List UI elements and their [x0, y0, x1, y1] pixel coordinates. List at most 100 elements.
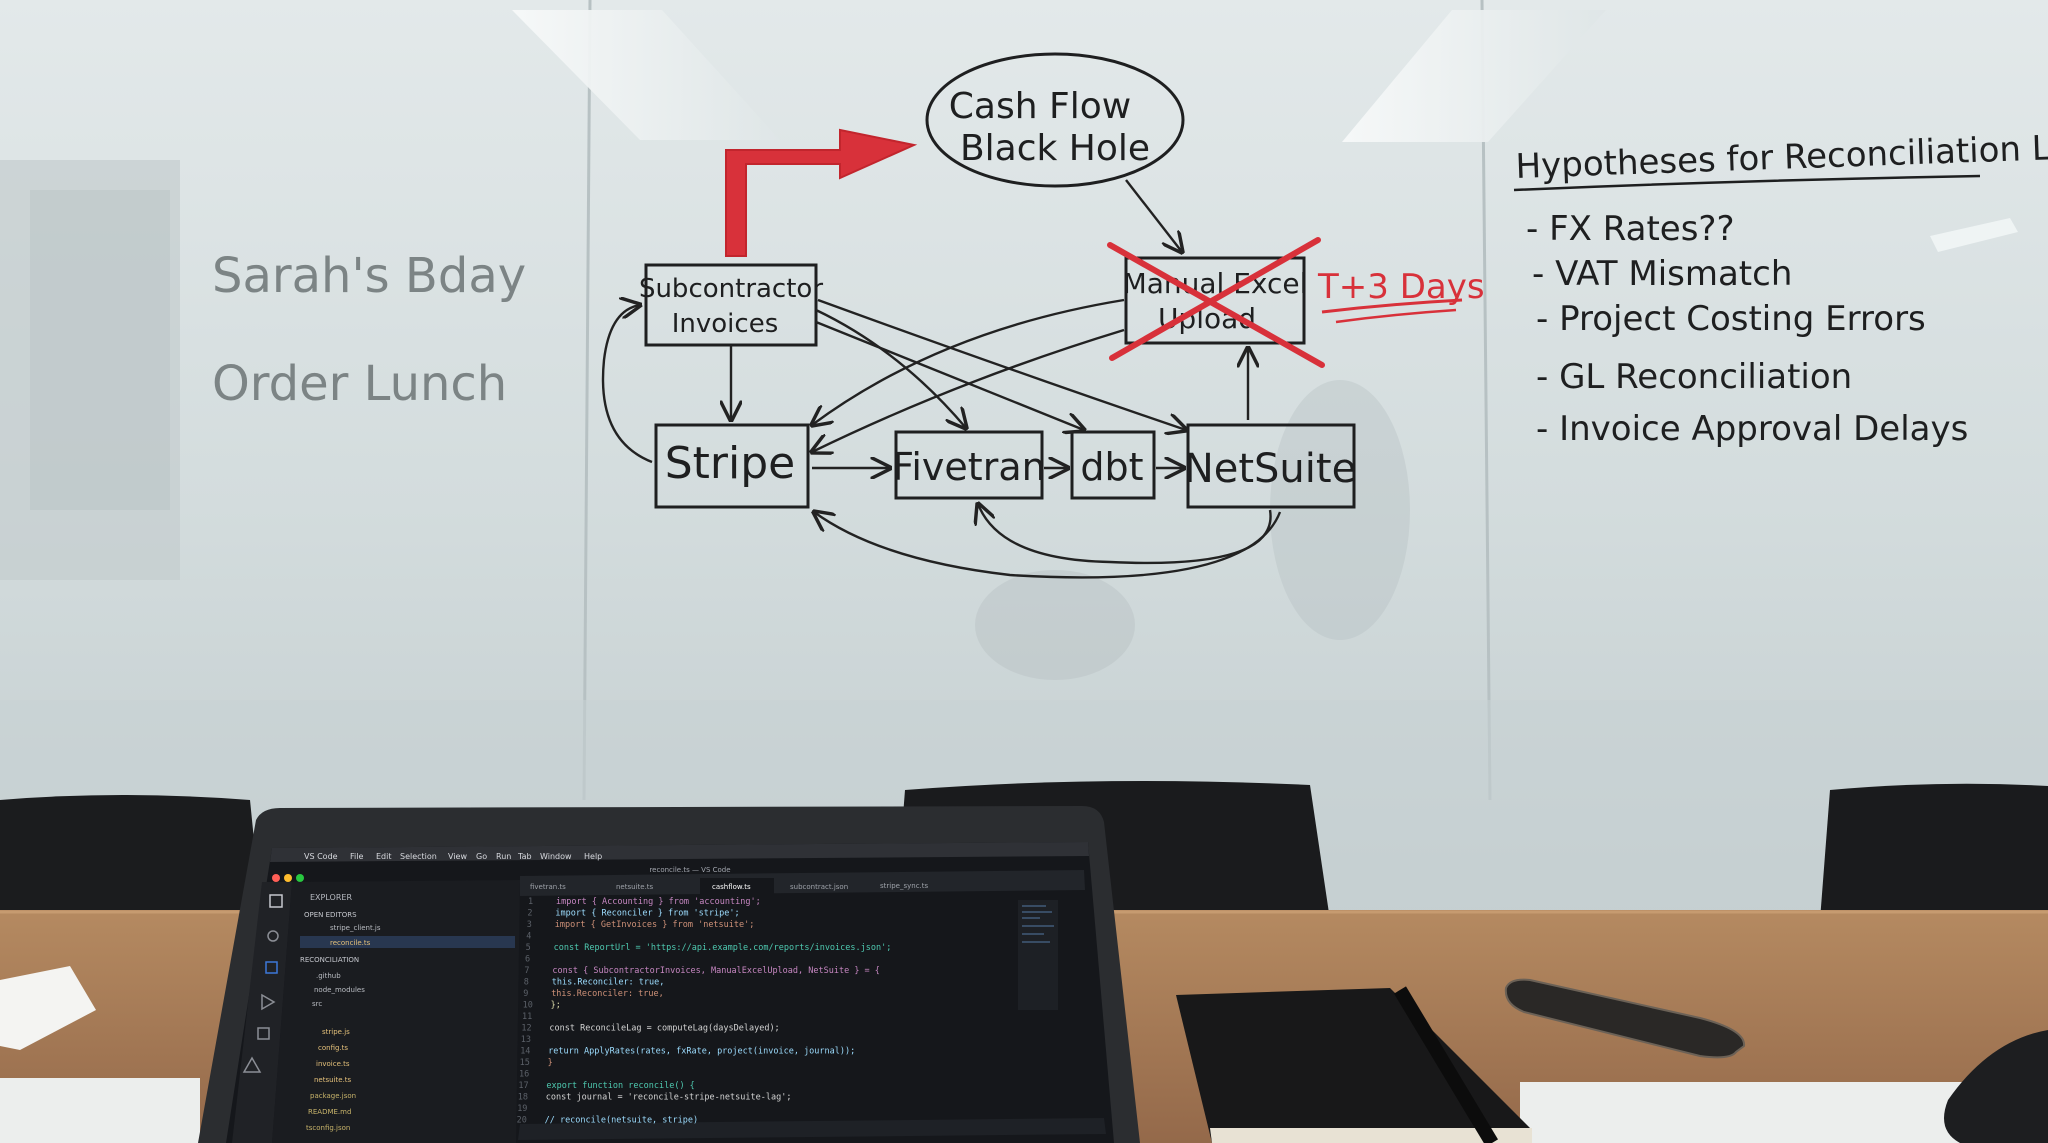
note-order-lunch: Order Lunch	[212, 356, 507, 412]
manual-excel-box	[1124, 256, 1306, 345]
tab[interactable]: fivetran.ts	[530, 883, 566, 891]
close-icon[interactable]	[272, 874, 280, 882]
line-number: 2	[527, 909, 532, 919]
code-line: this.Reconciler: true,	[552, 978, 665, 988]
file-tree: stripe_client.js reconcile.ts .github no…	[306, 924, 381, 1132]
paper-sheet	[0, 966, 96, 1050]
tab-labels: fivetran.ts netsuite.ts cashflow.ts subc…	[530, 882, 929, 891]
line-number: 7	[524, 966, 529, 976]
line-number: 12	[521, 1024, 531, 1034]
menu-bar	[270, 842, 1089, 862]
stripe-box	[654, 423, 810, 509]
arrow-excel-to-stripe-2	[812, 328, 1125, 452]
code-line: const journal = 'reconcile-stripe-netsui…	[546, 1093, 792, 1103]
code-line: };	[551, 1001, 561, 1011]
sidebar-section[interactable]: OPEN EDITORS	[304, 911, 357, 919]
code-line: const ReconcileLag = computeLag(daysDela…	[549, 1024, 779, 1034]
window-title: reconcile.ts — VS Code	[649, 866, 730, 874]
menu-item[interactable]: File	[350, 852, 363, 861]
line-number: 18	[518, 1093, 528, 1103]
file-item[interactable]: stripe_client.js	[330, 924, 381, 932]
note-sarahs-bday: Sarah's Bday	[212, 248, 526, 304]
file-item[interactable]: src	[312, 1000, 322, 1008]
file-item[interactable]: tsconfig.json	[306, 1124, 350, 1132]
menu-item[interactable]: VS Code	[304, 852, 338, 861]
code-line: import { Reconciler } from 'stripe';	[555, 909, 739, 919]
file-item[interactable]: README.md	[308, 1108, 351, 1116]
editor-tabs	[520, 870, 1085, 896]
cash-flow-label-line2: Black Hole	[960, 128, 1150, 169]
menu-item[interactable]: Edit	[376, 852, 392, 861]
subcontractor-label-line1: Subcontractor	[639, 274, 823, 304]
menu-item[interactable]: Selection	[400, 852, 437, 861]
tab[interactable]: cashflow.ts	[712, 883, 751, 891]
tab[interactable]: stripe_sync.ts	[880, 882, 929, 890]
line-number: 16	[519, 1070, 529, 1080]
menu-item[interactable]: Tab	[517, 852, 532, 861]
file-item[interactable]: reconcile.ts	[330, 939, 371, 947]
hypotheses-underline	[1513, 174, 1981, 192]
minimize-icon[interactable]	[284, 874, 292, 882]
red-arrow	[725, 128, 918, 257]
minimap[interactable]	[1018, 900, 1058, 1010]
mouse	[1944, 1030, 2048, 1143]
line-number: 19	[517, 1104, 527, 1114]
code-line: const { SubcontractorInvoices, ManualExc…	[552, 966, 880, 976]
line-number: 13	[521, 1035, 531, 1045]
code-line: import { GetInvoices } from 'netsuite';	[555, 920, 755, 930]
ceiling-light-reflection	[512, 10, 780, 140]
maximize-icon[interactable]	[296, 874, 304, 882]
run-debug-icon[interactable]	[261, 993, 276, 1011]
active-tab	[700, 878, 774, 894]
line-number: 1	[528, 897, 533, 907]
file-item[interactable]: stripe.js	[322, 1028, 350, 1036]
arrow-subcontractor-to-dbt	[815, 320, 1084, 430]
line-number: 14	[520, 1047, 530, 1057]
file-item[interactable]: config.ts	[318, 1044, 348, 1052]
tab[interactable]: netsuite.ts	[616, 883, 654, 891]
menu-item[interactable]: Help	[584, 852, 602, 861]
arrow-subcontractor-to-fivetran	[815, 308, 966, 428]
sidebar-section[interactable]: RECONCILIATION	[300, 956, 359, 964]
file-item[interactable]: .github	[316, 972, 341, 980]
diagram-connectors	[601, 179, 1282, 579]
menu-item[interactable]: Run	[496, 852, 511, 861]
line-number: 4	[526, 932, 531, 942]
hypothesis-item: - Project Costing Errors	[1536, 299, 1926, 339]
menu-item[interactable]: Window	[540, 852, 572, 861]
sidebar-title: EXPLORER	[310, 893, 352, 902]
office-chair	[1820, 783, 2048, 920]
extensions-icon[interactable]	[257, 1027, 270, 1040]
menu-bar-items: VS Code File Edit Selection View Go Run …	[304, 852, 602, 861]
file-item[interactable]: package.json	[310, 1092, 356, 1100]
notebook	[1176, 988, 1532, 1143]
netsuite-label: NetSuite	[1184, 446, 1356, 492]
line-number: 6	[525, 955, 530, 965]
menu-item[interactable]: View	[448, 852, 467, 861]
file-item[interactable]: node_modules	[314, 986, 365, 994]
dbt-box	[1070, 430, 1156, 500]
line-number: 11	[522, 1012, 532, 1022]
ceiling-light-reflection	[1342, 10, 1606, 142]
cash-flow-ellipse	[925, 52, 1185, 188]
dbt-label: dbt	[1080, 445, 1143, 489]
hypothesis-item: - VAT Mismatch	[1532, 254, 1792, 294]
search-icon[interactable]	[267, 930, 279, 942]
file-item[interactable]: netsuite.ts	[314, 1076, 352, 1084]
arrow-subcontractor-to-netsuite	[817, 298, 1186, 430]
menu-item[interactable]: Go	[476, 852, 487, 861]
code-line: return ApplyRates(rates, fxRate, project…	[548, 1047, 855, 1057]
testing-icon[interactable]	[242, 1056, 262, 1073]
line-number: 15	[520, 1058, 530, 1068]
arrow-stripe-to-subcontractor	[601, 305, 653, 464]
fivetran-label: Fivetran	[892, 445, 1045, 489]
tab[interactable]: subcontract.json	[790, 883, 848, 891]
code-line: // reconcile(netsuite, stripe)	[545, 1116, 699, 1126]
explorer-icon[interactable]	[269, 894, 283, 908]
source-control-icon[interactable]	[265, 961, 278, 974]
code-line: export function reconcile() {	[546, 1081, 694, 1091]
annotation-underline	[1321, 298, 1463, 314]
file-item[interactable]: invoice.ts	[316, 1060, 350, 1068]
line-number: 8	[524, 978, 529, 988]
